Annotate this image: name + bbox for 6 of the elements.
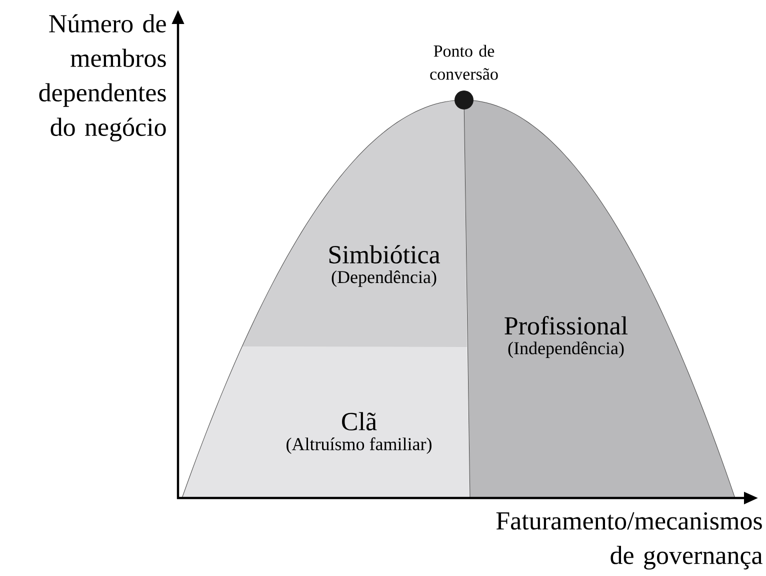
point-label: Ponto de conversão <box>430 44 498 80</box>
axis-label: Faturamento/mecanismos de governança <box>496 512 762 570</box>
region-area: Profissional (Independência) <box>464 100 735 498</box>
region-area: Clã (Altruísmo familiar) <box>182 347 470 498</box>
axis-label: Número de membros dependentes do negócio <box>39 14 166 142</box>
region-area: Simbiótica (Dependência) <box>242 100 467 347</box>
